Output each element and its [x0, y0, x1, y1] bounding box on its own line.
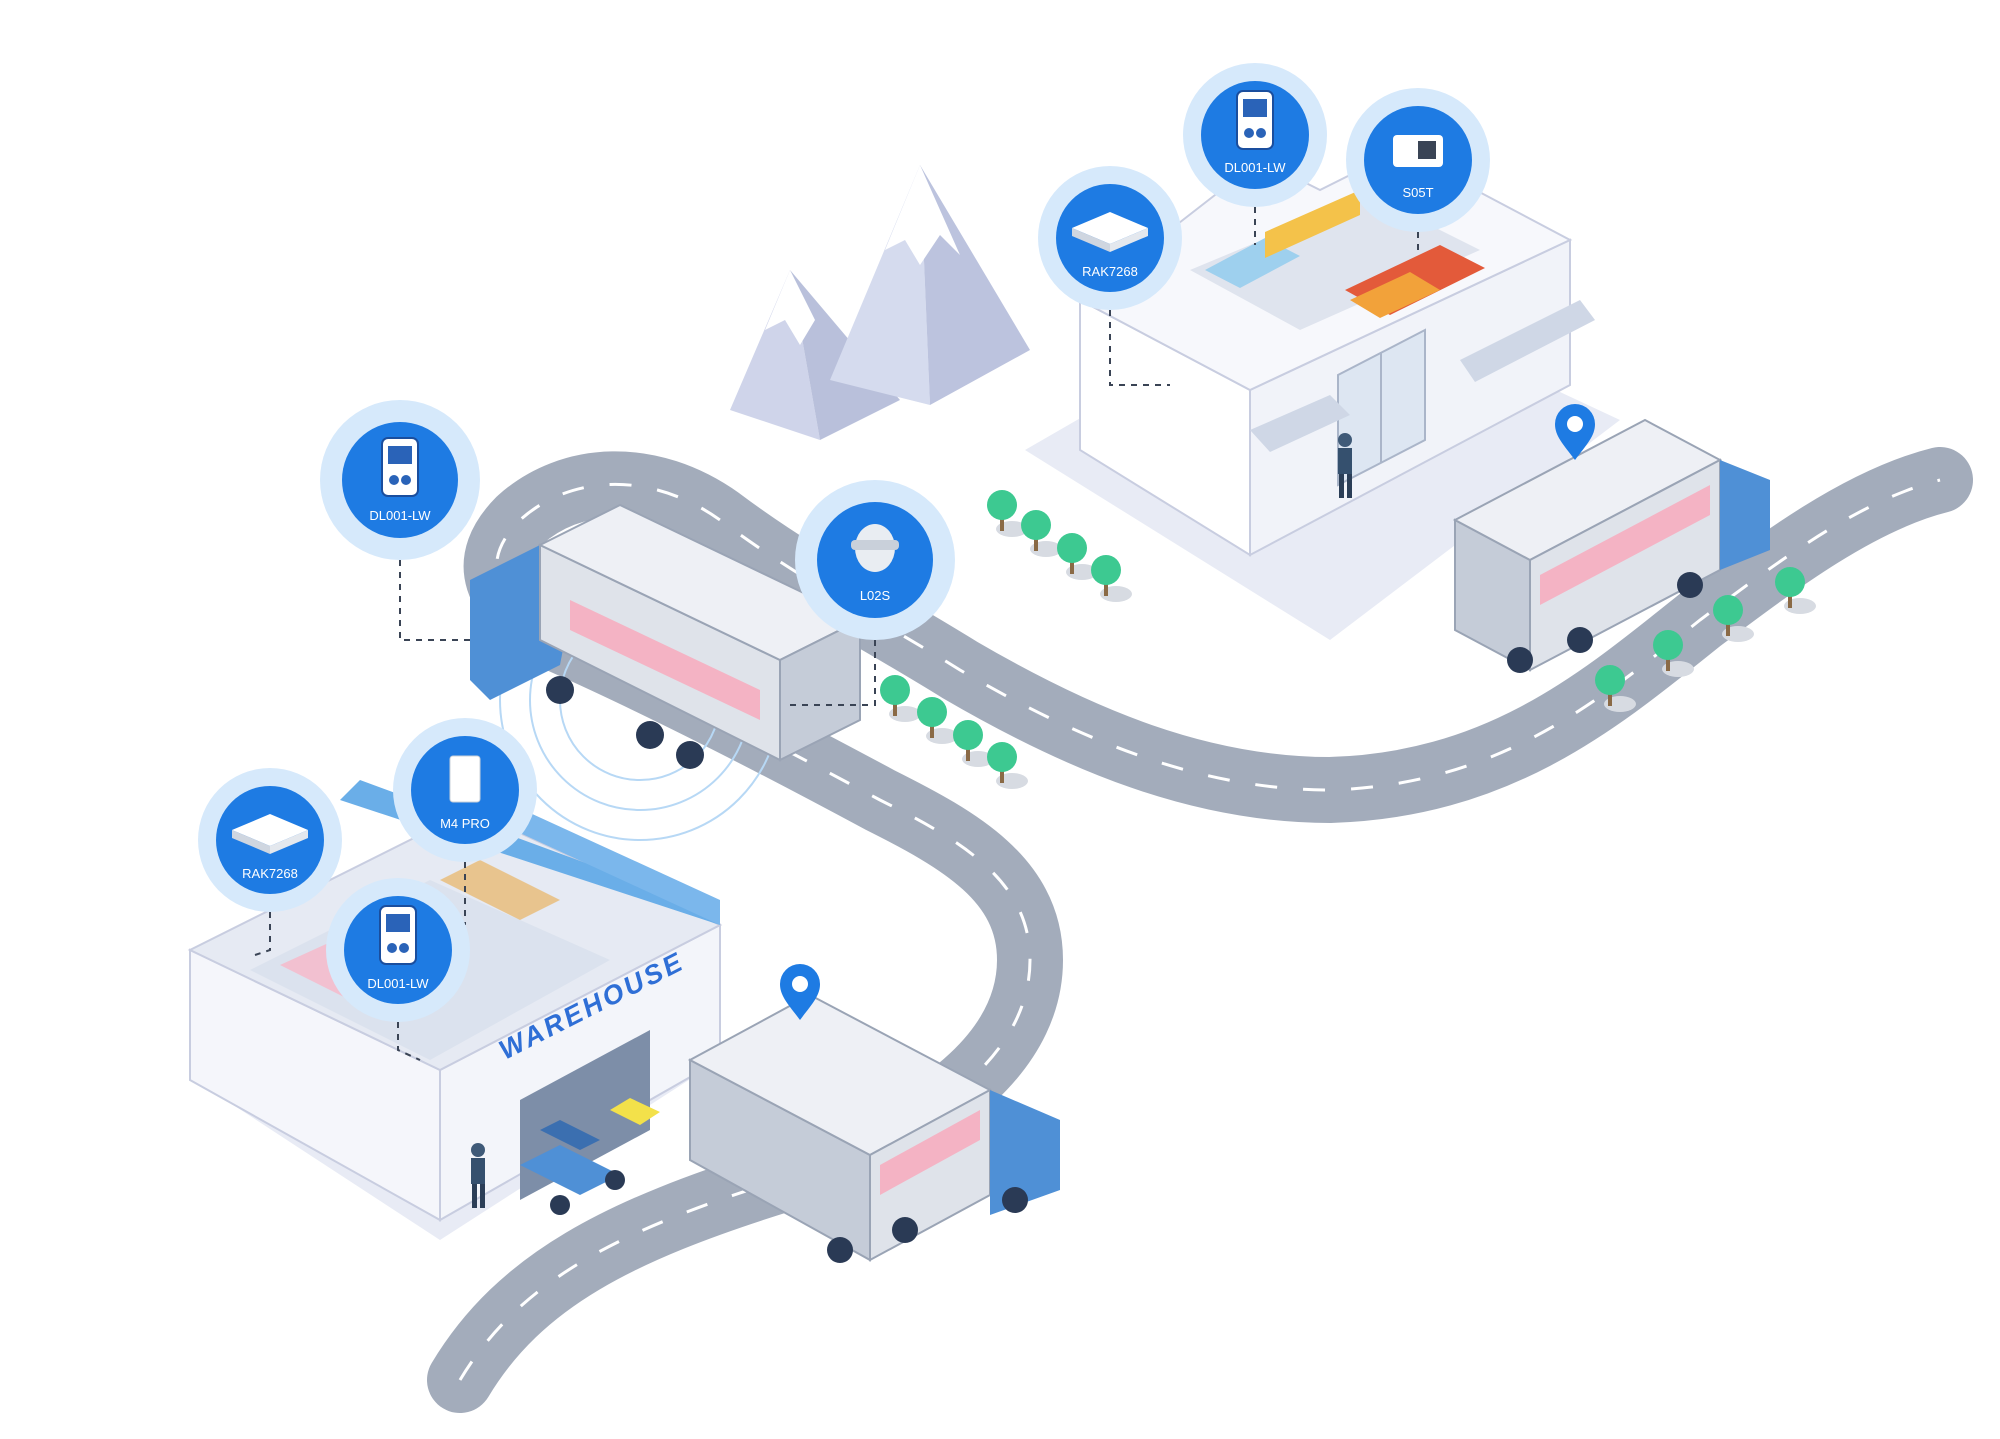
data-logger-icon — [1236, 90, 1274, 150]
road — [427, 447, 1973, 1413]
device-label: L02S — [860, 588, 891, 603]
road-center-line — [458, 478, 1941, 1381]
m4-pro-icon — [449, 755, 481, 803]
tracker-icon — [851, 524, 899, 572]
device-store-sensor[interactable]: S05T — [1346, 88, 1490, 255]
mountains — [730, 165, 1030, 440]
data-logger-icon — [379, 905, 417, 965]
forklift — [520, 1098, 660, 1215]
device-label: RAK7268 — [242, 866, 298, 881]
connector-line — [399, 560, 470, 641]
device-warehouse-gateway[interactable]: RAK7268 — [198, 768, 342, 956]
device-label: RAK7268 — [1082, 264, 1138, 279]
connector-line — [254, 912, 271, 956]
store-worker — [1338, 433, 1352, 498]
data-logger-icon — [381, 437, 419, 497]
device-truck-tracker[interactable]: L02S — [790, 480, 955, 706]
device-warehouse-m4pro[interactable]: M4 PRO — [393, 718, 537, 925]
device-label: DL001-LW — [367, 976, 429, 991]
device-label: M4 PRO — [440, 816, 490, 831]
connector-line — [1109, 310, 1170, 386]
connector-line — [790, 640, 876, 706]
warehouse-worker — [471, 1143, 485, 1208]
device-truck-logger[interactable]: DL001-LW — [320, 400, 480, 641]
device-label: DL001-LW — [1224, 160, 1286, 175]
device-label: S05T — [1402, 185, 1433, 200]
truck-store — [1452, 404, 1770, 673]
device-label: DL001-LW — [369, 508, 431, 523]
truck-warehouse — [687, 964, 1060, 1263]
store — [1025, 148, 1620, 640]
device-store-gateway[interactable]: RAK7268 — [1038, 166, 1182, 386]
connector-line — [397, 1022, 421, 1061]
temperature-sensor-icon — [1393, 135, 1443, 167]
truck-transit — [470, 503, 863, 841]
device-warehouse-logger[interactable]: DL001-LW — [326, 878, 470, 1061]
device-store-logger[interactable]: DL001-LW — [1183, 63, 1327, 245]
